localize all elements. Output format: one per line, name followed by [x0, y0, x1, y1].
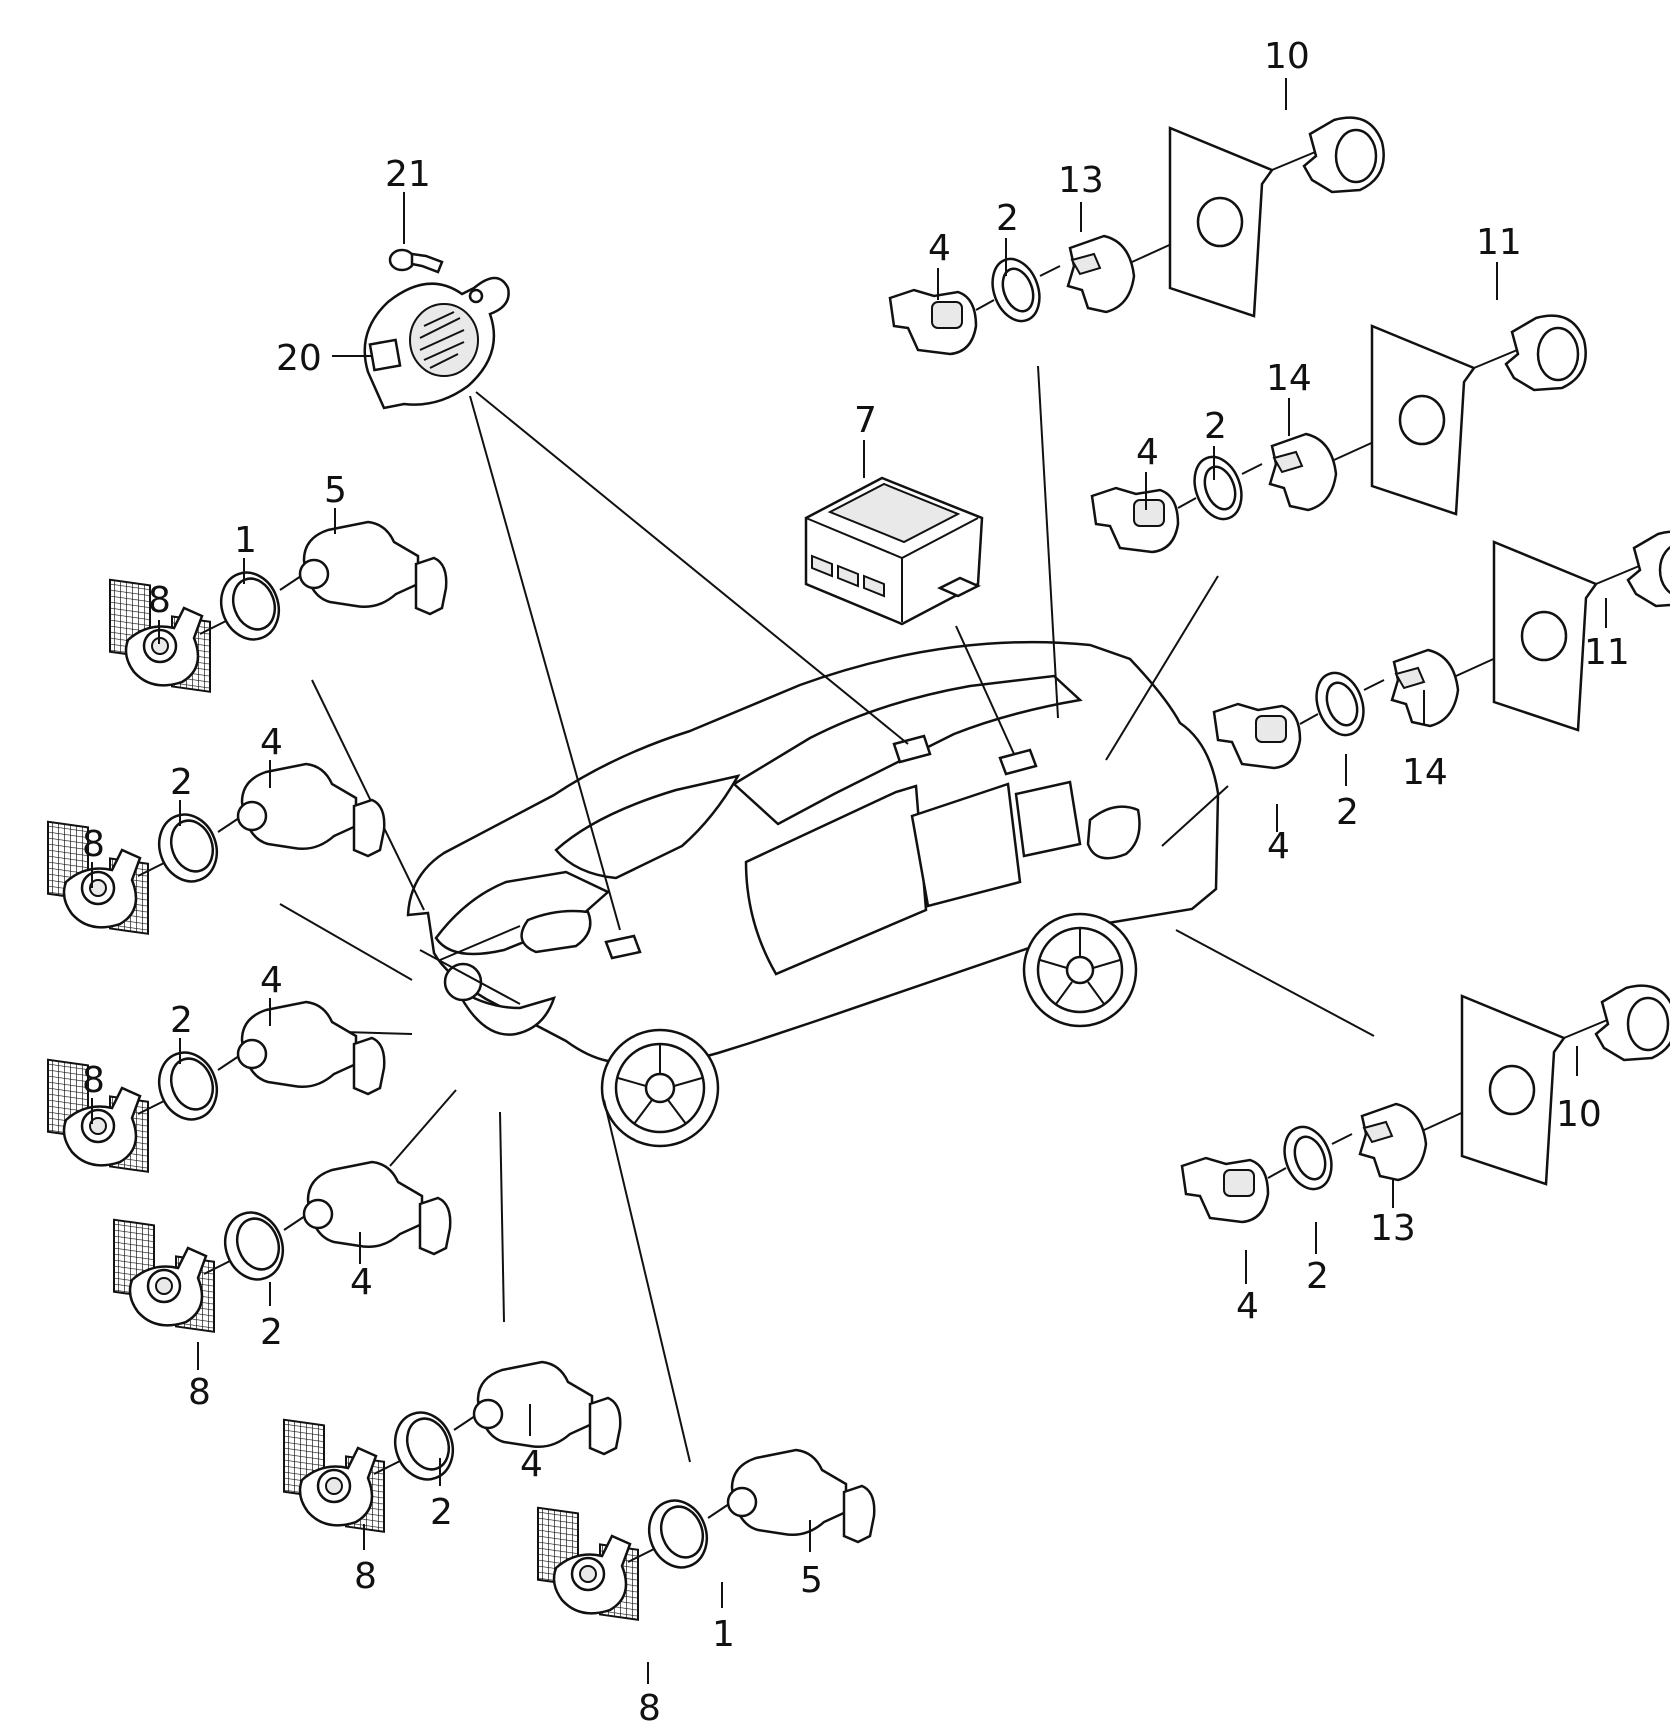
callout-4: 4 — [1267, 826, 1290, 867]
callout-4: 4 — [1236, 1286, 1259, 1327]
callout-11: 11 — [1584, 632, 1630, 673]
callout-4: 4 — [1136, 432, 1159, 473]
callout-ticks — [91, 78, 1607, 1684]
callout-5: 5 — [324, 470, 347, 511]
buzzer-part-20 — [363, 276, 510, 410]
callout-20: 20 — [276, 338, 322, 379]
callout-11: 11 — [1476, 222, 1522, 263]
callout-8: 8 — [354, 1556, 377, 1597]
callout-2: 2 — [1306, 1256, 1329, 1297]
callout-2: 2 — [170, 1000, 193, 1041]
callout-2: 2 — [170, 762, 193, 803]
callout-4: 4 — [350, 1262, 373, 1303]
callout-2: 2 — [996, 198, 1019, 239]
callout-4: 4 — [520, 1444, 543, 1485]
callout-8: 8 — [82, 1060, 105, 1101]
callout-10: 10 — [1264, 36, 1310, 77]
control-unit-part-7 — [804, 476, 984, 626]
rear-sensor-group-2 — [1090, 314, 1587, 554]
callout-13: 13 — [1370, 1208, 1416, 1249]
vehicle-outline — [406, 640, 1220, 1148]
front-sensor-group-6 — [536, 1448, 876, 1622]
callout-14: 14 — [1402, 752, 1448, 793]
callout-21: 21 — [385, 154, 431, 195]
bolt-part-21 — [388, 248, 444, 274]
callout-13: 13 — [1058, 160, 1104, 201]
callout-8: 8 — [188, 1372, 211, 1413]
front-sensor-group-4 — [112, 1160, 452, 1334]
callout-4: 4 — [928, 228, 951, 269]
callout-10: 10 — [1556, 1094, 1602, 1135]
callout-2: 2 — [1204, 406, 1227, 447]
rear-sensor-group-1 — [888, 116, 1385, 356]
callout-4: 4 — [260, 722, 283, 763]
callout-4: 4 — [260, 960, 283, 1001]
callout-labels: 21 20 7 10 13 2 4 11 14 2 4 11 14 2 4 10… — [82, 36, 1630, 1729]
callout-1: 1 — [234, 520, 257, 561]
callout-8: 8 — [82, 824, 105, 865]
callout-8: 8 — [148, 580, 171, 621]
callout-8: 8 — [638, 1688, 661, 1729]
callout-7: 7 — [854, 400, 877, 441]
callout-2: 2 — [260, 1312, 283, 1353]
callout-14: 14 — [1266, 358, 1312, 399]
callout-5: 5 — [800, 1560, 823, 1601]
callout-2: 2 — [1336, 792, 1359, 833]
callout-2: 2 — [430, 1492, 453, 1533]
leader-lines — [279, 365, 1375, 1463]
callout-1: 1 — [712, 1614, 735, 1655]
